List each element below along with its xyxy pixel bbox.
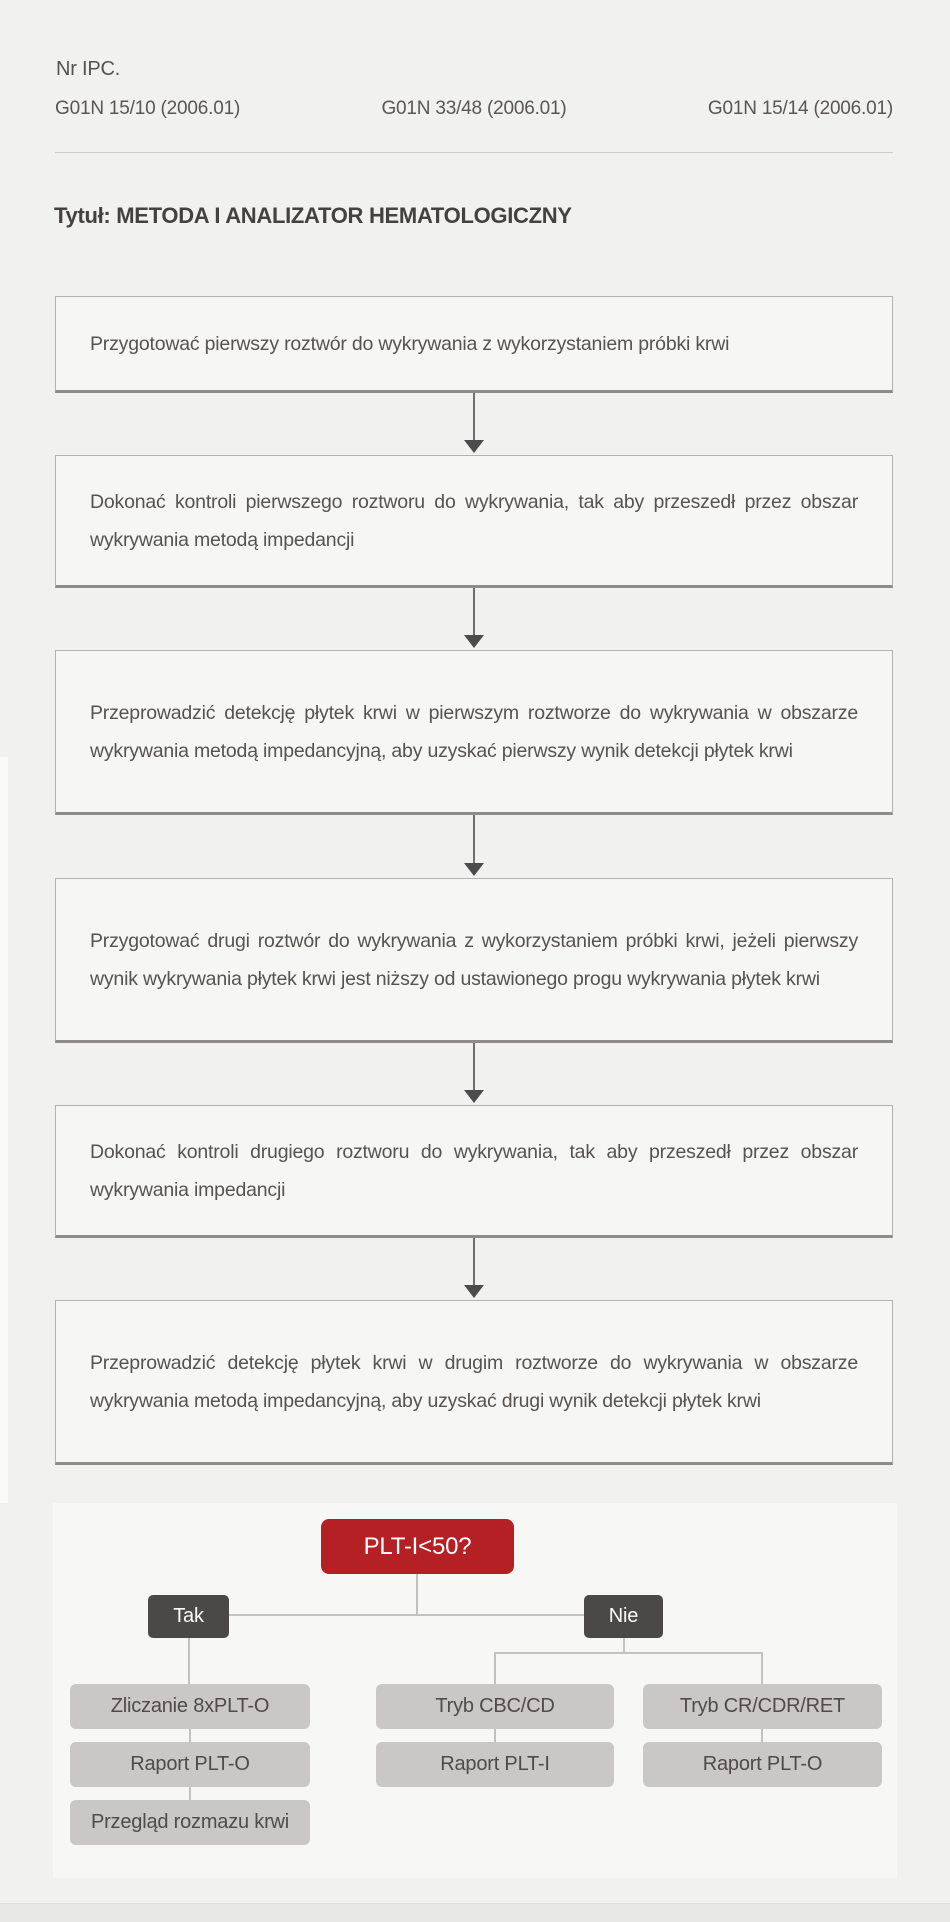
document-title: Tytuł: METODA I ANALIZATOR HEMATOLOGICZN… — [54, 203, 572, 228]
footer-band — [0, 1903, 950, 1922]
down-arrow-icon — [464, 1043, 484, 1103]
outcome-report-plt-i: Raport PLT-I — [376, 1742, 614, 1787]
nie-right-drop-line — [761, 1652, 763, 1684]
ipc-code-2: G01N 33/48 (2006.01) — [381, 98, 567, 119]
down-arrow-icon — [464, 1238, 484, 1298]
down-arrow-icon — [464, 588, 484, 648]
flow-step-3: Przeprowadzić detekcję płytek krwi w pie… — [55, 650, 893, 815]
ipc-codes-row: G01N 15/10 (2006.01) G01N 33/48 (2006.01… — [55, 98, 893, 120]
flow-step-4: Przygotować drugi roztwór do wykrywania … — [55, 878, 893, 1043]
tak-connector-line — [188, 1638, 190, 1684]
branch-node-nie: Nie — [584, 1595, 663, 1638]
outcome-mode-cr-cdr-ret: Tryb CR/CDR/RET — [643, 1684, 882, 1729]
flow-step-6: Przeprowadzić detekcję płytek krwi w dru… — [55, 1300, 893, 1465]
flow-step-2: Dokonać kontroli pierwszego roztworu do … — [55, 455, 893, 588]
flow-step-2-text: Dokonać kontroli pierwszego roztworu do … — [90, 490, 858, 551]
flow-step-1-text: Przygotować pierwszy roztwór do wykrywan… — [90, 332, 730, 355]
outcome-connector-line — [494, 1729, 496, 1742]
ipc-code-1: G01N 15/10 (2006.01) — [55, 98, 241, 119]
ipc-number-label: Nr IPC. — [56, 58, 121, 80]
branch-node-tak: Tak — [148, 1595, 229, 1638]
flow-step-5-text: Dokonać kontroli drugiego roztworu do wy… — [90, 1140, 858, 1201]
down-arrow-icon — [464, 815, 484, 876]
outcome-connector-line — [189, 1787, 191, 1800]
branch-connector-line — [188, 1614, 625, 1616]
flow-step-1: Przygotować pierwszy roztwór do wykrywan… — [55, 296, 893, 393]
header-divider — [55, 152, 893, 153]
left-edge-strip — [0, 757, 8, 1503]
flow-step-3-text: Przeprowadzić detekcję płytek krwi w pie… — [90, 701, 858, 762]
down-arrow-icon — [464, 393, 484, 453]
flow-step-5: Dokonać kontroli drugiego roztworu do wy… — [55, 1105, 893, 1238]
outcome-smear-review: Przegląd rozmazu krwi — [70, 1800, 310, 1845]
nie-left-drop-line — [494, 1652, 496, 1684]
nie-split-connector-line — [494, 1652, 763, 1654]
flow-step-4-text: Przygotować drugi roztwór do wykrywania … — [90, 929, 858, 990]
ipc-code-3: G01N 15/14 (2006.01) — [707, 98, 893, 119]
outcome-count-8xplt-o: Zliczanie 8xPLT-O — [70, 1684, 310, 1729]
outcome-report-plt-o-2: Raport PLT-O — [643, 1742, 882, 1787]
outcome-mode-cbc-cd: Tryb CBC/CD — [376, 1684, 614, 1729]
nie-connector-line — [623, 1638, 625, 1654]
decision-root-node: PLT-I<50? — [321, 1519, 514, 1574]
outcome-connector-line — [761, 1729, 763, 1742]
outcome-report-plt-o: Raport PLT-O — [70, 1742, 310, 1787]
flow-step-6-text: Przeprowadzić detekcję płytek krwi w dru… — [90, 1351, 858, 1412]
outcome-connector-line — [189, 1729, 191, 1742]
root-connector-line — [416, 1574, 418, 1616]
